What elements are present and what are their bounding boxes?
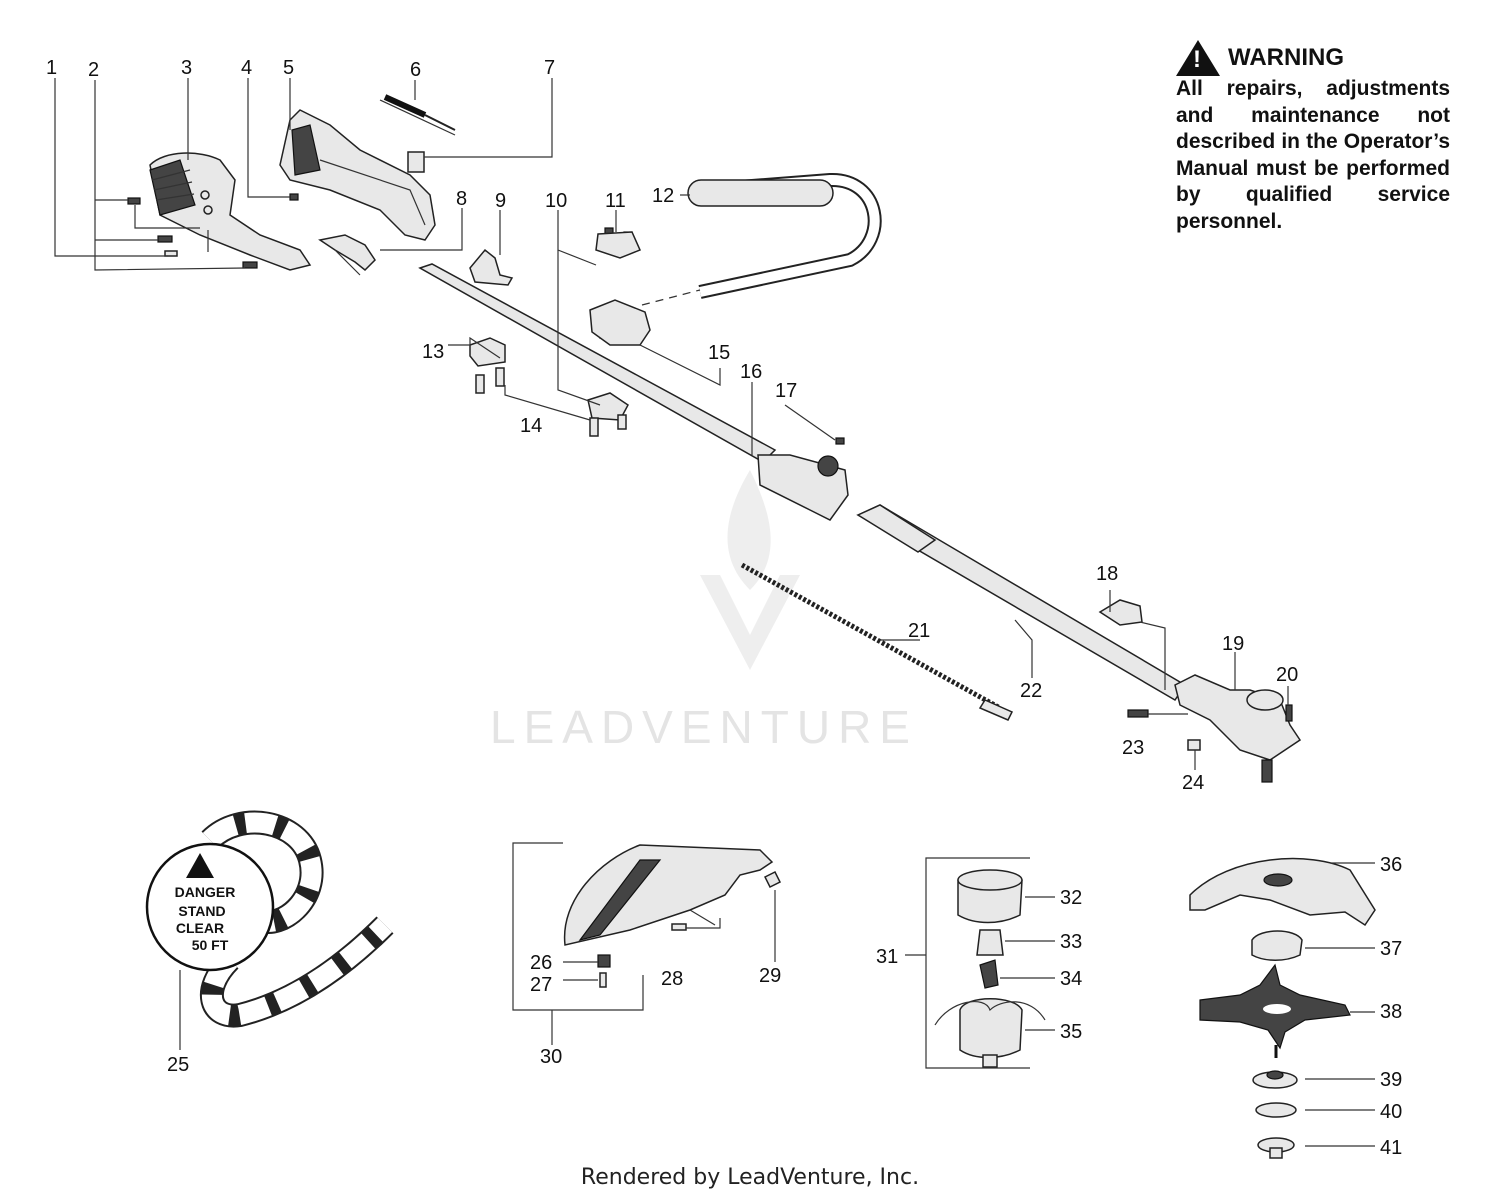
line-cutter-part [763, 870, 782, 889]
leader-lines [54, 78, 1375, 1147]
callout-35: 35 [1060, 1021, 1082, 1043]
danger-triangle-icon [186, 853, 214, 878]
decal-line-1: DANGER [175, 884, 236, 900]
handle-bolt-part [475, 374, 485, 394]
callout-39: 39 [1380, 1069, 1402, 1091]
callout-17: 17 [775, 380, 797, 402]
callout-20: 20 [1276, 664, 1298, 686]
callout-21: 21 [908, 620, 930, 642]
decal-line-4: 50 FT [192, 937, 229, 953]
handle-housing-part [279, 109, 436, 241]
callout-11: 11 [605, 190, 626, 212]
lower-shaft-part [856, 504, 1187, 702]
callout-22: 22 [1020, 680, 1042, 702]
callout-19: 19 [1222, 633, 1244, 655]
decal-line-3: CLEAR [176, 920, 224, 936]
callout-10: 10 [545, 190, 567, 212]
handle-plate-part [587, 392, 629, 421]
harness-strap-part [145, 810, 394, 1028]
callout-14: 14 [520, 415, 542, 437]
throttle-trigger-part [318, 234, 376, 276]
callout-37: 37 [1380, 938, 1402, 960]
callout-36: 36 [1380, 854, 1402, 876]
shield-screw-part [671, 923, 687, 931]
warning-text: All repairs, adjustments and maintenance… [1176, 77, 1450, 233]
trimmer-head-part [934, 869, 1046, 1068]
handle-clamp-part [589, 299, 651, 346]
handle-bolt-part [617, 414, 627, 430]
callout-6: 6 [410, 59, 421, 81]
callout-30: 30 [540, 1046, 562, 1068]
warning-title: WARNING [1228, 44, 1344, 71]
trimmer-shield-part [563, 844, 782, 988]
handle-bracket-part [469, 248, 514, 286]
callout-29: 29 [759, 965, 781, 987]
shield-screw-part [599, 972, 607, 988]
decal-line-2: STAND [178, 903, 225, 919]
warning-box: WARNING All repairs, adjustments and mai… [1176, 40, 1450, 235]
clamp-bolt-part [1127, 709, 1149, 718]
watermark-text: LEADVENTURE [490, 701, 918, 753]
shield-clip-part [597, 954, 611, 968]
warning-heading: WARNING [1176, 40, 1450, 76]
callout-9: 9 [495, 190, 506, 212]
callout-23: 23 [1122, 737, 1144, 759]
callout-34: 34 [1060, 968, 1082, 990]
callout-12: 12 [652, 185, 674, 207]
callout-28: 28 [661, 968, 683, 990]
callout-18: 18 [1096, 563, 1118, 585]
callout-32: 32 [1060, 887, 1082, 909]
callout-38: 38 [1380, 1001, 1402, 1023]
danger-decal: DANGER STAND CLEAR 50 FT [175, 884, 236, 953]
shield-bracket-part [1098, 599, 1143, 626]
blade-kit-part [1189, 857, 1376, 1159]
gear-head-part [1174, 674, 1302, 783]
callout-33: 33 [1060, 931, 1082, 953]
callout-16: 16 [740, 361, 762, 383]
warning-triangle-icon [1176, 40, 1220, 76]
callout-7: 7 [544, 57, 555, 79]
throttle-cable-part [379, 94, 456, 136]
gear-head-screw-part [1285, 704, 1293, 722]
callout-24: 24 [1182, 772, 1204, 794]
callout-4: 4 [241, 57, 252, 79]
drive-shaft-part [740, 562, 1014, 721]
cable-fitting-part [407, 151, 425, 173]
handle-bolt-part [589, 417, 599, 437]
callout-2: 2 [88, 59, 99, 81]
callout-41: 41 [1380, 1137, 1402, 1159]
callout-27: 27 [530, 974, 552, 996]
loop-handle-part [687, 172, 882, 299]
handle-holder-part [469, 337, 506, 367]
callout-1: 1 [46, 57, 57, 79]
watermark-logo-icon [700, 470, 800, 670]
callout-15: 15 [708, 342, 730, 364]
callout-40: 40 [1380, 1101, 1402, 1123]
nut-part [1187, 739, 1201, 751]
clamp-plate-part [595, 231, 642, 259]
handle-bolt-part [495, 367, 505, 387]
footer-credit: Rendered by LeadVenture, Inc. [580, 1165, 920, 1190]
set-screw-part [835, 437, 845, 445]
callout-3: 3 [181, 57, 192, 79]
callout-31: 31 [876, 946, 898, 968]
callout-5: 5 [283, 57, 294, 79]
callout-13: 13 [422, 341, 444, 363]
callout-26: 26 [530, 952, 552, 974]
upper-shaft-part [418, 263, 849, 521]
callout-labels: 1 2 3 4 5 6 7 8 9 10 11 12 13 14 15 16 1… [46, 57, 1402, 1159]
callout-25: 25 [167, 1054, 189, 1076]
screws-part [127, 197, 258, 269]
callout-8: 8 [456, 188, 467, 210]
engine-cover-part [149, 152, 312, 271]
